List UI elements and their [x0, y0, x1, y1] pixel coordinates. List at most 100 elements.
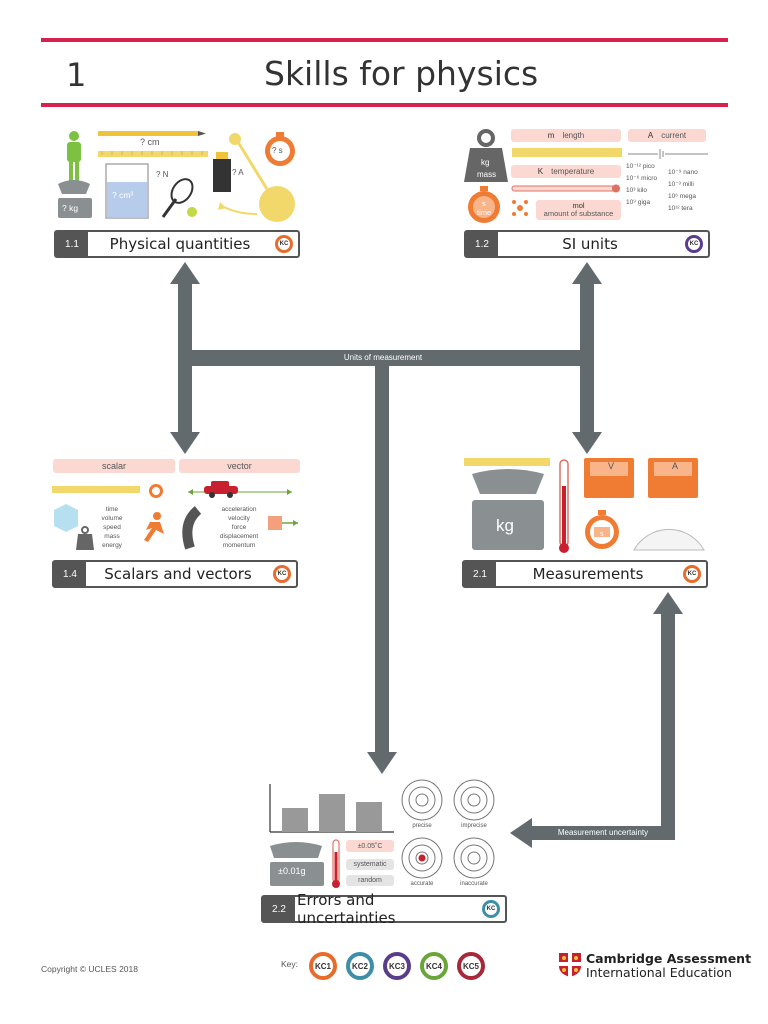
- scalar-item: time: [105, 506, 119, 513]
- scalar-pill: scalar: [53, 459, 175, 473]
- bottom-rule: [41, 103, 728, 107]
- key-label: Key:: [281, 959, 299, 969]
- meas-a-label: A: [672, 461, 679, 471]
- scale-icon: [58, 180, 92, 218]
- kc-badge: KC: [273, 565, 291, 583]
- topic-1-1[interactable]: 1.1 Physical quantities KC: [54, 230, 300, 258]
- thermometer-icon: [559, 459, 569, 553]
- sv-illustration: [52, 481, 298, 550]
- uncertainty-bar: [530, 826, 675, 840]
- pq-illustration: [58, 131, 295, 222]
- current-name: current: [661, 131, 687, 140]
- battery-icon: [213, 152, 231, 192]
- vector-item: momentum: [222, 542, 256, 549]
- vector-item: velocity: [228, 515, 250, 522]
- current-icon: [628, 149, 708, 159]
- meas-illustration: [464, 458, 705, 553]
- prefix-power: 10⁹: [626, 199, 637, 206]
- ruler-icon: [98, 151, 208, 157]
- prefix-name: tera: [681, 205, 693, 212]
- cambridge-shield-icon: [559, 953, 581, 977]
- ammeter-icon: [648, 458, 698, 498]
- prefix-power: 10⁶: [668, 193, 678, 200]
- topic-label: Measurements: [532, 565, 644, 583]
- errors-illustration: [269, 779, 495, 888]
- length-symbol: m: [547, 131, 555, 140]
- voltmeter-icon: [584, 458, 634, 498]
- temp-uncertainty-pill: ±0.05˚C: [346, 840, 394, 852]
- topic-number: 1.2: [466, 232, 498, 256]
- target-imprecise-icon: [453, 779, 495, 821]
- weight-icon: [464, 129, 508, 182]
- kc-badge: KC: [685, 235, 703, 253]
- errors-thermometer-icon: [332, 839, 340, 888]
- scalar-list: time volume speed mass energy: [92, 505, 132, 550]
- box-icon: [268, 516, 282, 530]
- vector-pill: vector: [179, 459, 300, 473]
- arrow-up-right: [572, 262, 602, 284]
- racket-icon: [161, 178, 197, 218]
- si-time-label: time: [477, 208, 492, 217]
- meas-s-label: s: [600, 531, 604, 538]
- key-kc1-badge: KC1: [309, 952, 337, 980]
- prefix-name: kilo: [637, 187, 647, 194]
- vector-item: force: [231, 524, 247, 531]
- meas-v-label: V: [608, 461, 615, 471]
- arrow-down-left: [170, 432, 200, 454]
- units-bar: [178, 350, 594, 366]
- copyright: Copyright © UCLES 2018: [41, 964, 138, 974]
- si-stopwatch-icon: [468, 186, 500, 223]
- temp-symbol: K: [537, 167, 544, 176]
- prefix-power: 10⁻⁹: [668, 169, 682, 176]
- topic-label: Errors and uncertainties: [297, 891, 396, 927]
- target-inaccurate-icon: [453, 837, 495, 879]
- car-icon: [204, 481, 238, 498]
- target-precise-icon: [401, 779, 443, 821]
- center-shaft: [375, 366, 389, 754]
- topic-number: 1.4: [54, 562, 86, 586]
- units-label: Units of measurement: [343, 353, 423, 362]
- si-mass-label: mass: [477, 170, 497, 179]
- topic-2-2[interactable]: 2.2 Errors and uncertainties KC: [261, 891, 507, 927]
- sv-weight-icon: [76, 526, 94, 550]
- topic-number: 2.2: [263, 897, 295, 921]
- topic-1-4[interactable]: 1.4 Scalars and vectors KC: [52, 560, 298, 588]
- vector-list: acceleration velocity force displacement…: [209, 505, 269, 550]
- cambridge-line1: Cambridge Assessment: [586, 951, 752, 966]
- prefix-power: 10⁻¹²: [626, 163, 641, 170]
- right-shaft: [580, 284, 594, 434]
- kc-badge: KC: [275, 235, 293, 253]
- prefix-name: mega: [679, 193, 696, 200]
- prefix-name: pico: [642, 163, 655, 170]
- vector-item: acceleration: [221, 506, 257, 513]
- runner-icon: [144, 512, 164, 542]
- meas-stopwatch-icon: [585, 510, 619, 549]
- imprecise-label: imprecise: [461, 823, 487, 829]
- person-icon: [67, 131, 81, 182]
- topic-1-2[interactable]: 1.2 SI units KC: [464, 230, 710, 258]
- precise-label: precise: [412, 823, 432, 829]
- kc-badge: KC: [482, 900, 500, 918]
- cube-icon: [54, 504, 78, 532]
- topic-label: Scalars and vectors: [104, 565, 252, 583]
- left-shaft: [178, 284, 192, 434]
- pq-cm3-label: ? cm³: [112, 190, 134, 200]
- chapter-title: Skills for physics: [264, 54, 539, 93]
- topic-label: SI units: [562, 235, 618, 253]
- beaker-icon: [105, 163, 149, 219]
- uncertainty-shaft: [661, 612, 675, 840]
- topic-2-1[interactable]: 2.1 Measurements KC: [462, 560, 708, 588]
- systematic-pill: systematic: [346, 859, 394, 870]
- uncertainty-label: Measurement uncertainty: [557, 828, 649, 837]
- chapter-number: 1: [66, 56, 87, 94]
- si-illustration: [464, 129, 708, 223]
- scalar-item: volume: [101, 515, 123, 522]
- temp-name: temperature: [551, 167, 595, 176]
- prefix-name: micro: [641, 175, 658, 182]
- topic-number: 2.1: [464, 562, 496, 586]
- prefix-list-right: 10⁻⁹ nano 10⁻³ milli 10⁶ mega 10¹² tera: [668, 168, 698, 213]
- protractor-icon: [633, 528, 705, 551]
